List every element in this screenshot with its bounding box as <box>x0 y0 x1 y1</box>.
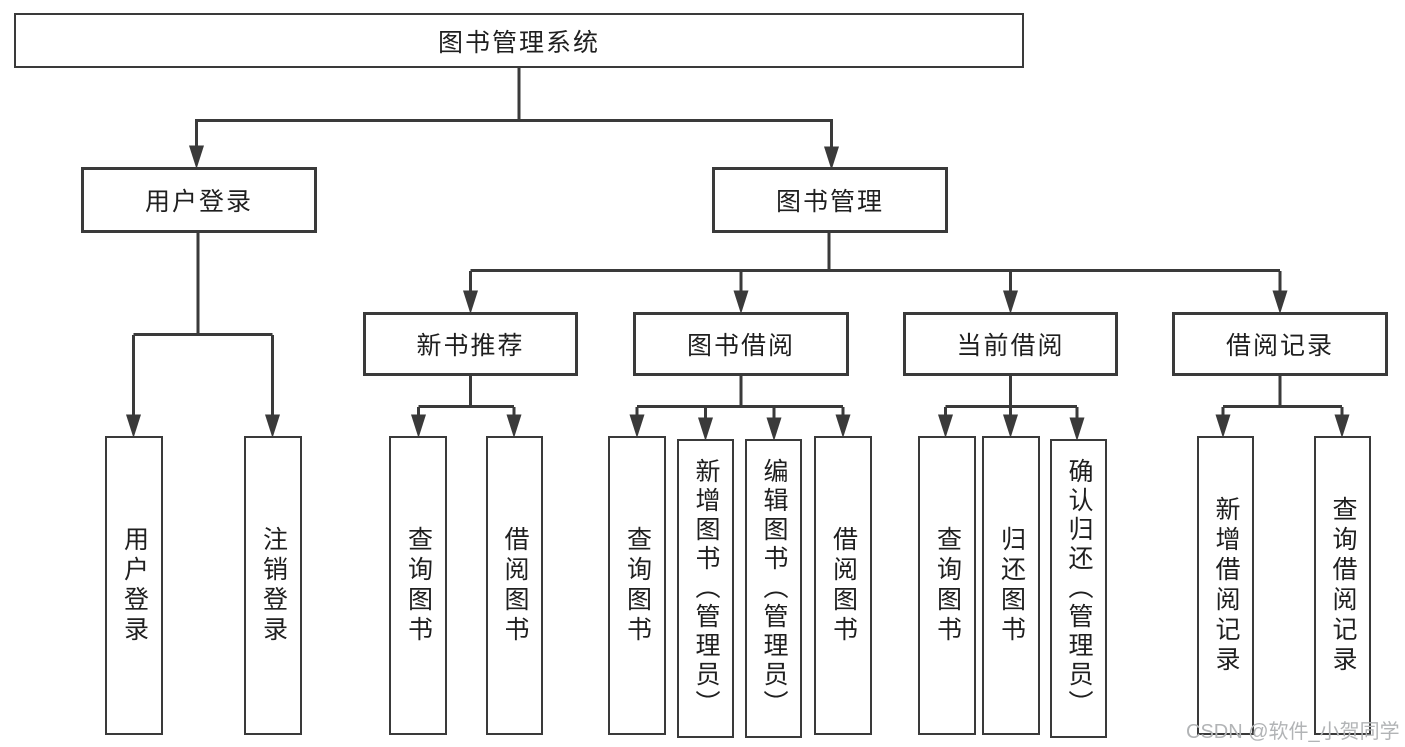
leaf-return-books: 归还图书 <box>982 436 1040 735</box>
node-book-borrowing: 图书借阅 <box>633 312 849 376</box>
leaf-borrow-books-borrowing: 借阅图书 <box>814 436 872 735</box>
node-new-book-recommendation: 新书推荐 <box>363 312 578 376</box>
leaf-add-borrow-record: 新增借阅记录 <box>1197 436 1254 735</box>
node-label: 查询图书 <box>623 525 652 646</box>
node-user-login: 用户登录 <box>81 167 317 233</box>
node-label: 图书借阅 <box>686 332 795 360</box>
node-label: 用户登录 <box>120 525 149 646</box>
node-label: 图书管理 <box>775 188 884 216</box>
node-label: 归还图书 <box>997 525 1026 646</box>
leaf-logout: 注销登录 <box>244 436 302 735</box>
node-label: 查询借阅记录 <box>1329 495 1357 676</box>
node-current-borrowing: 当前借阅 <box>903 312 1118 376</box>
node-book-management: 图书管理 <box>712 167 948 233</box>
leaf-query-books-borrowing: 查询图书 <box>608 436 666 735</box>
leaf-borrow-books-recommend: 借阅图书 <box>486 436 543 735</box>
leaf-add-books-admin: 新增图书（管理员） <box>677 439 734 738</box>
node-label: 当前借阅 <box>956 332 1065 360</box>
node-label: 新书推荐 <box>416 332 525 360</box>
leaf-edit-books-admin: 编辑图书（管理员） <box>745 439 802 738</box>
node-label: 新增借阅记录 <box>1212 495 1240 676</box>
node-label: 查询图书 <box>404 525 433 646</box>
node-label: 注销登录 <box>259 525 288 646</box>
node-label: 用户登录 <box>144 188 253 216</box>
node-label: 借阅图书 <box>829 525 858 646</box>
node-library-management-system: 图书管理系统 <box>14 13 1024 68</box>
node-label: 查询图书 <box>933 525 962 646</box>
node-label: 借阅图书 <box>501 525 529 646</box>
leaf-user-login: 用户登录 <box>105 436 163 735</box>
node-borrowing-records: 借阅记录 <box>1172 312 1388 376</box>
leaf-query-books-current: 查询图书 <box>918 436 976 735</box>
node-label: 图书管理系统 <box>437 28 600 57</box>
node-label: 确认归还（管理员） <box>1065 458 1093 719</box>
leaf-query-books-recommend: 查询图书 <box>389 436 447 735</box>
node-label: 借阅记录 <box>1225 332 1334 360</box>
node-label: 新增图书（管理员） <box>692 458 720 719</box>
node-label: 编辑图书（管理员） <box>760 458 788 719</box>
leaf-query-borrow-record: 查询借阅记录 <box>1314 436 1371 735</box>
csdn-watermark: CSDN @软件_小贺同学 <box>1186 721 1400 743</box>
leaf-confirm-return-admin: 确认归还（管理员） <box>1050 439 1107 738</box>
